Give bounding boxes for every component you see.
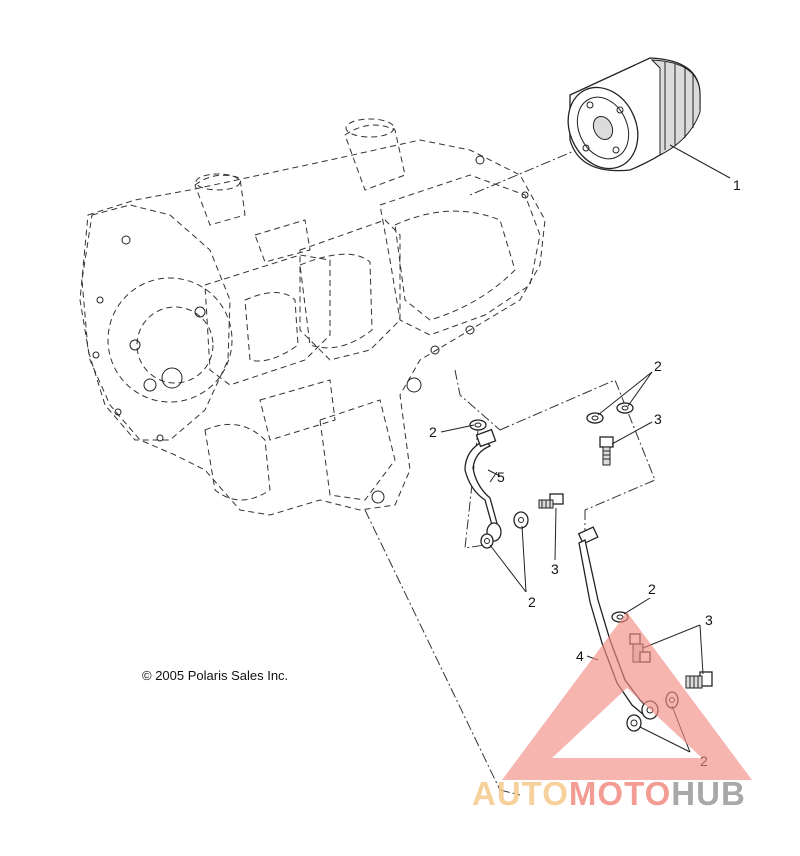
callout-1: 1: [733, 177, 741, 193]
watermark-auto: AUTO: [472, 775, 569, 812]
callout-2: 2: [654, 358, 662, 374]
watermark-triangle-icon: [502, 612, 752, 780]
callout-4: 4: [576, 648, 584, 664]
watermark-hub: HUB: [671, 775, 746, 812]
callout-3: 3: [551, 561, 559, 577]
callout-2: 2: [528, 594, 536, 610]
callout-2: 2: [429, 424, 437, 440]
callout-3: 3: [654, 411, 662, 427]
watermark-moto: MOTO: [569, 775, 671, 812]
upper-fasteners: [469, 402, 634, 509]
oil-line-5: [464, 428, 529, 549]
automotohub-watermark: AUTOMOTOHUB: [472, 612, 752, 812]
oil-filter: [567, 57, 731, 179]
engine-crankcase: [79, 118, 546, 516]
callout-5: 5: [497, 469, 505, 485]
svg-text:AUTOMOTOHUB: AUTOMOTOHUB: [472, 775, 746, 812]
copyright-notice: © 2005 Polaris Sales Inc.: [142, 668, 288, 683]
callout-2: 2: [648, 581, 656, 597]
callout-3: 3: [705, 612, 713, 628]
